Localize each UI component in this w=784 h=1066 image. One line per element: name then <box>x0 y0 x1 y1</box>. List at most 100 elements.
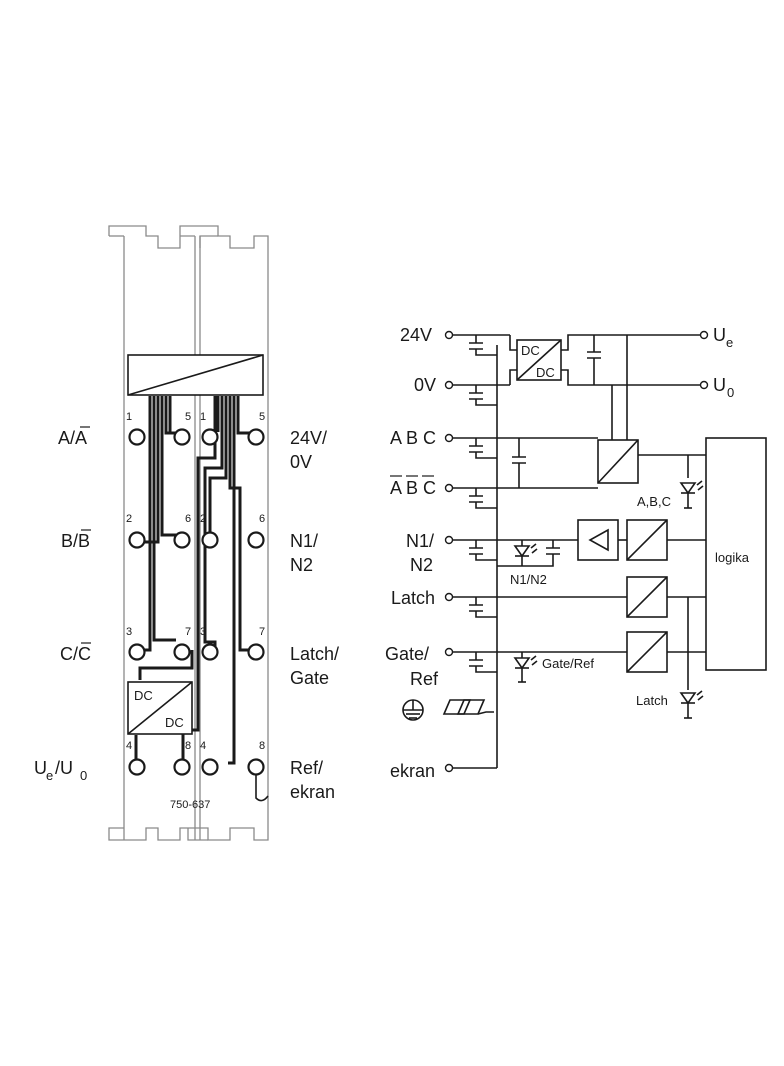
module-electronics-box <box>127 354 264 396</box>
gate-isolator <box>626 631 706 673</box>
pin-number: 6 <box>185 513 191 525</box>
input-n1-label: N1/ <box>406 531 434 551</box>
pin-24v <box>444 330 454 340</box>
terminal-4-1[interactable] <box>247 428 265 446</box>
input-ekran-label: ekran <box>390 761 435 781</box>
filter-capacitors <box>469 335 601 673</box>
schematic: 24V 0V A B C A B C N1/ N2 Latch Gate/ Re… <box>385 325 767 781</box>
input-ref-label: Ref <box>410 669 439 689</box>
terminal-2-3[interactable] <box>173 643 191 661</box>
abc-isolator <box>597 439 706 484</box>
pin-number: 8 <box>185 740 191 752</box>
module-left-labels: A/A B/B C/C U e /U 0 <box>34 426 91 783</box>
terminal-column-3: 1 2 3 4 <box>200 411 219 776</box>
pin-n1n2 <box>444 535 454 545</box>
n1n2-led-icon: N1/N2 <box>510 540 547 587</box>
abc-led-icon: A,B,C <box>637 480 704 509</box>
pin-number: 5 <box>185 411 191 423</box>
input-gate-label: Gate/ <box>385 644 429 664</box>
pin-number: 1 <box>200 411 206 423</box>
logic-label: logika <box>715 550 750 565</box>
label-n2: N2 <box>290 555 313 575</box>
label-0v: 0V <box>290 452 312 472</box>
pin-number: 1 <box>126 411 132 423</box>
label-latch: Latch/ <box>290 644 339 664</box>
output-u0-sub: 0 <box>727 385 734 400</box>
label-n1: N1/ <box>290 531 318 551</box>
pin-number: 6 <box>259 513 265 525</box>
pin-number: 3 <box>200 626 206 638</box>
part-number: 750-637 <box>170 799 210 811</box>
pin-u0 <box>699 380 709 390</box>
pin-gate-ref <box>444 647 454 657</box>
terminal-2-2[interactable] <box>173 531 191 549</box>
pin-ue <box>699 330 709 340</box>
pin-0v <box>444 380 454 390</box>
module-right-labels: 24V/ 0V N1/ N2 Latch/ Gate Ref/ ekran <box>290 428 339 802</box>
led-abc-label: A,B,C <box>637 494 671 509</box>
pin-ekran <box>444 763 454 773</box>
pin-number: 3 <box>126 626 132 638</box>
module-dcdc-converter: DC DC <box>127 681 193 735</box>
pin-number: 2 <box>200 513 206 525</box>
pin-number: 4 <box>200 740 206 752</box>
pin-number: 8 <box>259 740 265 752</box>
input-0v-label: 0V <box>414 375 436 395</box>
power-dcdc-bottom: DC <box>536 365 555 380</box>
latch-led-icon: Latch <box>636 690 704 719</box>
ground-icon <box>402 699 424 721</box>
terminal-1-3[interactable] <box>128 643 146 661</box>
input-abc-label: A B C <box>390 428 436 448</box>
module-dcdc-top-label: DC <box>134 688 153 703</box>
terminal-1-2[interactable] <box>128 531 146 549</box>
pin-latch <box>444 592 454 602</box>
module-dcdc-bottom-label: DC <box>165 715 184 730</box>
pin-abc-bar <box>444 483 454 493</box>
n1n2-comparator <box>577 519 706 561</box>
terminal-column-1: 1 2 3 4 <box>126 411 146 776</box>
output-ue-sub: e <box>726 335 733 350</box>
input-n2-label: N2 <box>410 555 433 575</box>
gateref-led-icon: Gate/Ref <box>513 652 594 683</box>
terminal-3-4[interactable] <box>201 758 219 776</box>
label-ekran: ekran <box>290 782 335 802</box>
led-gateref-label: Gate/Ref <box>542 656 594 671</box>
label-b-bbar: B/B <box>61 531 90 551</box>
label-24v: 24V/ <box>290 428 327 448</box>
terminal-2-1[interactable] <box>173 428 191 446</box>
label-u0-sub: 0 <box>80 768 87 783</box>
pin-number: 4 <box>126 740 132 752</box>
input-latch-label: Latch <box>391 588 435 608</box>
pin-number: 5 <box>259 411 265 423</box>
output-u0-label: U <box>713 375 726 395</box>
label-a-abar: A/A <box>58 428 87 448</box>
label-u0: /U <box>55 758 73 778</box>
terminal-2-4[interactable] <box>173 758 191 776</box>
terminal-3-1[interactable] <box>201 428 219 446</box>
terminal-1-1[interactable] <box>128 428 146 446</box>
din-rail-icon <box>442 699 494 715</box>
input-abc-bar-label: A B C <box>390 478 436 498</box>
label-ue: U <box>34 758 47 778</box>
terminal-3-2[interactable] <box>201 531 219 549</box>
logic-block: logika <box>705 437 767 671</box>
terminal-column-4: 5 6 7 8 <box>247 411 269 802</box>
pin-number: 2 <box>126 513 132 525</box>
module-housing <box>108 225 269 841</box>
pin-number: 7 <box>185 626 191 638</box>
pin-number: 7 <box>259 626 265 638</box>
led-latch-label: Latch <box>636 693 668 708</box>
terminal-3-3[interactable] <box>201 643 219 661</box>
label-c-cbar: C/C <box>60 644 91 664</box>
latch-isolator <box>626 576 706 690</box>
led-n1n2-label: N1/N2 <box>510 572 547 587</box>
label-gate: Gate <box>290 668 329 688</box>
output-ue-label: U <box>713 325 726 345</box>
terminal-4-3[interactable] <box>247 643 265 661</box>
terminal-4-2[interactable] <box>247 531 265 549</box>
terminal-1-4[interactable] <box>128 758 146 776</box>
pin-abc <box>444 433 454 443</box>
terminal-4-4[interactable] <box>247 758 265 776</box>
terminal-column-2: 5 6 7 8 <box>173 411 191 776</box>
